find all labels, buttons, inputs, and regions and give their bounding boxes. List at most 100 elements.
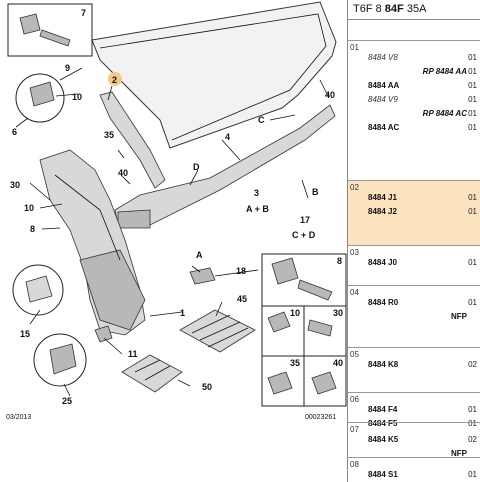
detail-circle-25 — [33, 333, 87, 387]
part-code: 8484 J2 — [368, 207, 397, 216]
part-row[interactable]: 8484 AA 01 — [348, 81, 480, 91]
part-qty: 01 — [468, 109, 477, 118]
exploded-parts-diagram: 7 2 9 10 6 4 35 40 40 C D B A 30 10 8 3 … — [6, 1, 347, 421]
section-number: 02 — [350, 183, 359, 192]
part-code: 8484 AA — [368, 81, 400, 90]
box-label-35: 35 — [290, 358, 300, 368]
part-row[interactable]: 8484 R0 01 — [348, 298, 480, 308]
part-row[interactable]: 8484 AC 01 — [348, 123, 480, 133]
diagram-canvas: 7 2 9 10 6 4 35 40 40 C D B A 30 10 8 3 … — [6, 1, 347, 421]
section-number: 06 — [350, 395, 359, 404]
detail-circle-11 — [12, 264, 64, 316]
part-row[interactable]: 8484 V9 01 — [348, 95, 480, 105]
part-row[interactable]: 8484 K5 02 — [348, 435, 480, 445]
callout-4: 3 — [254, 188, 259, 198]
part-qty: 01 — [468, 405, 477, 414]
part-code: 8484 F4 — [368, 405, 398, 414]
part-note: RP 8484 AC — [422, 109, 467, 118]
part-row[interactable]: 8484 J2 01 — [348, 207, 480, 217]
callout-45: 45 — [237, 294, 247, 304]
callout-35: 35 — [104, 130, 114, 140]
part-code: 8484 J0 — [368, 258, 397, 267]
fastener-box-7 — [7, 3, 93, 57]
part-qty: 01 — [468, 470, 477, 479]
part-15 — [94, 325, 113, 343]
box-label-7: 7 — [81, 8, 86, 18]
bracket-18 — [189, 267, 216, 285]
diagram-ref: 00023261 — [305, 414, 336, 421]
detail-circle-6 — [15, 73, 65, 123]
part-row[interactable]: NFP — [348, 312, 480, 322]
panel-header: T6F 8 84F 35A — [348, 0, 480, 20]
a-pillar — [99, 91, 166, 189]
part-qty: 01 — [468, 207, 477, 216]
section-08: 08 8484 S1 01 — [348, 457, 480, 482]
callout-18: 18 — [236, 266, 246, 276]
header-suffix: 35A — [406, 3, 427, 15]
part-code: 8484 AC — [368, 123, 400, 132]
part-code: 8484 K8 — [368, 360, 399, 369]
part-qty: 01 — [468, 53, 477, 62]
callout-25: 25 — [62, 396, 72, 406]
header-bold: 84F — [384, 3, 404, 15]
part-code: 8484 F5 — [368, 419, 398, 428]
part-row[interactable]: 8484 S1 01 — [348, 470, 480, 480]
callout-2-highlight — [108, 72, 122, 86]
part-note: NFP — [451, 449, 467, 458]
callout-1: 1 — [180, 308, 185, 318]
callout-2: 2 — [112, 75, 117, 85]
callout-10b: 10 — [24, 203, 34, 213]
part-code: 8484 S1 — [368, 470, 398, 479]
part-row[interactable]: NFP — [348, 449, 480, 459]
part-50 — [121, 354, 183, 393]
callout-8: 8 — [30, 224, 35, 234]
callout-C: C — [258, 115, 265, 125]
part-qty: 01 — [468, 123, 477, 132]
part-qty: 02 — [468, 435, 477, 444]
eq-17: C + D — [292, 230, 316, 240]
callout-A: A — [196, 250, 203, 260]
section-number: 08 — [350, 460, 359, 469]
part-code: 8484 J1 — [368, 193, 397, 202]
callout-17: 17 — [300, 215, 310, 225]
part-code: 8484 R0 — [368, 298, 399, 307]
part-note: NFP — [451, 312, 467, 321]
part-code: 8484 K5 — [368, 435, 399, 444]
callout-9: 9 — [65, 63, 70, 73]
part-row[interactable]: 8484 J1 01 — [348, 193, 480, 203]
part-qty: 01 — [468, 298, 477, 307]
callout-B: B — [312, 187, 319, 197]
callout-40a: 40 — [118, 168, 128, 178]
part-qty: 01 — [468, 193, 477, 202]
windscreen-glass — [91, 1, 337, 149]
part-qty: 01 — [468, 81, 477, 90]
part-code: 8484 V9 — [368, 95, 398, 104]
callout-10a: 10 — [72, 92, 82, 102]
part-qty: 01 — [468, 95, 477, 104]
diagram-date: 03/2013 — [6, 414, 31, 421]
part-row[interactable]: 8484 F4 01 — [348, 405, 480, 415]
part-note: RP 8484 AA — [422, 67, 467, 76]
callout-40b: 40 — [325, 90, 335, 100]
box-label-10: 10 — [290, 308, 300, 318]
box-label-40: 40 — [333, 358, 343, 368]
box-label-8: 8 — [337, 256, 342, 266]
part-45 — [179, 309, 256, 353]
callout-11: 15 — [20, 329, 30, 339]
box-label-30: 30 — [333, 308, 343, 318]
callout-D: D — [193, 162, 200, 172]
fastener-box-40 — [303, 355, 347, 407]
callout-3: 4 — [225, 132, 230, 142]
